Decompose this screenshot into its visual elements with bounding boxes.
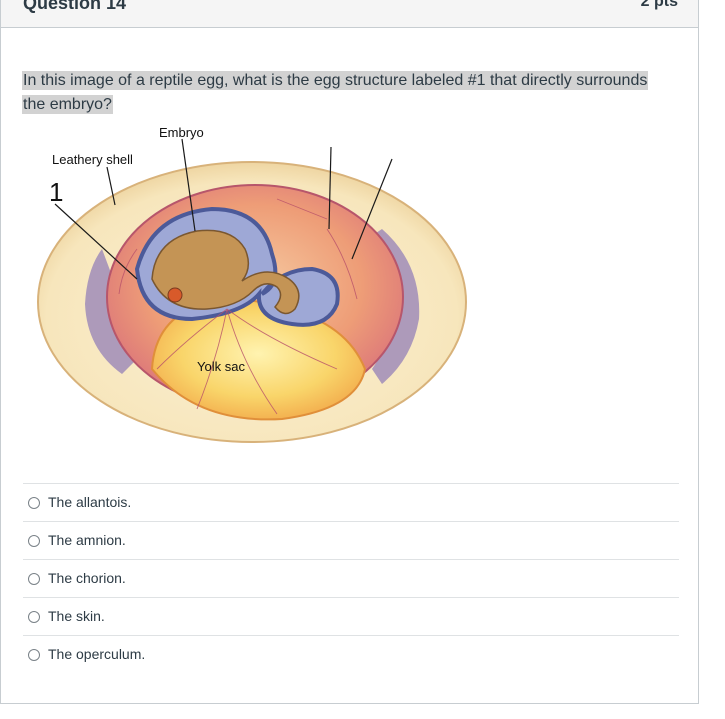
label-leader-lines (54, 138, 393, 280)
question-title: Question 14 (23, 0, 127, 13)
radio-button[interactable] (28, 535, 40, 547)
answer-option-operculum[interactable]: The operculum. (23, 635, 679, 673)
answer-option-amnion[interactable]: The amnion. (23, 521, 679, 559)
blood-vessels (118, 198, 358, 415)
answer-label: The operculum. (48, 646, 146, 662)
radio-button[interactable] (28, 573, 40, 585)
answer-label: The allantois. (48, 494, 132, 510)
answer-label: The skin. (48, 608, 105, 624)
radio-button[interactable] (28, 611, 40, 623)
radio-button[interactable] (28, 649, 40, 661)
radio-button[interactable] (28, 497, 40, 509)
label-leathery-shell: Leathery shell (52, 152, 133, 167)
answer-label: The chorion. (48, 570, 126, 586)
embryo-eye (167, 287, 183, 303)
answer-list: The allantois. The amnion. The chorion. … (23, 483, 679, 673)
label-yolk-sac: Yolk sac (197, 359, 245, 374)
label-number-1: 1 (49, 177, 63, 207)
question-points: 2 pts (640, 0, 678, 10)
answer-option-chorion[interactable]: The chorion. (23, 559, 679, 597)
answer-option-skin[interactable]: The skin. (23, 597, 679, 635)
reptile-egg-figure: Embryo Leathery shell 1 Yolk sac (37, 125, 467, 443)
label-embryo: Embryo (159, 125, 204, 140)
question-header: Question 14 2 pts (1, 0, 698, 28)
answer-option-allantois[interactable]: The allantois. (23, 483, 679, 521)
question-card: Question 14 2 pts In this image of a rep… (0, 0, 699, 704)
shell-cut-edge-right (367, 229, 420, 384)
embryo (151, 229, 300, 315)
question-text: In this image of a reptile egg, what is … (22, 69, 672, 117)
answer-label: The amnion. (48, 532, 126, 548)
question-text-highlight: In this image of a reptile egg, what is … (22, 71, 649, 114)
